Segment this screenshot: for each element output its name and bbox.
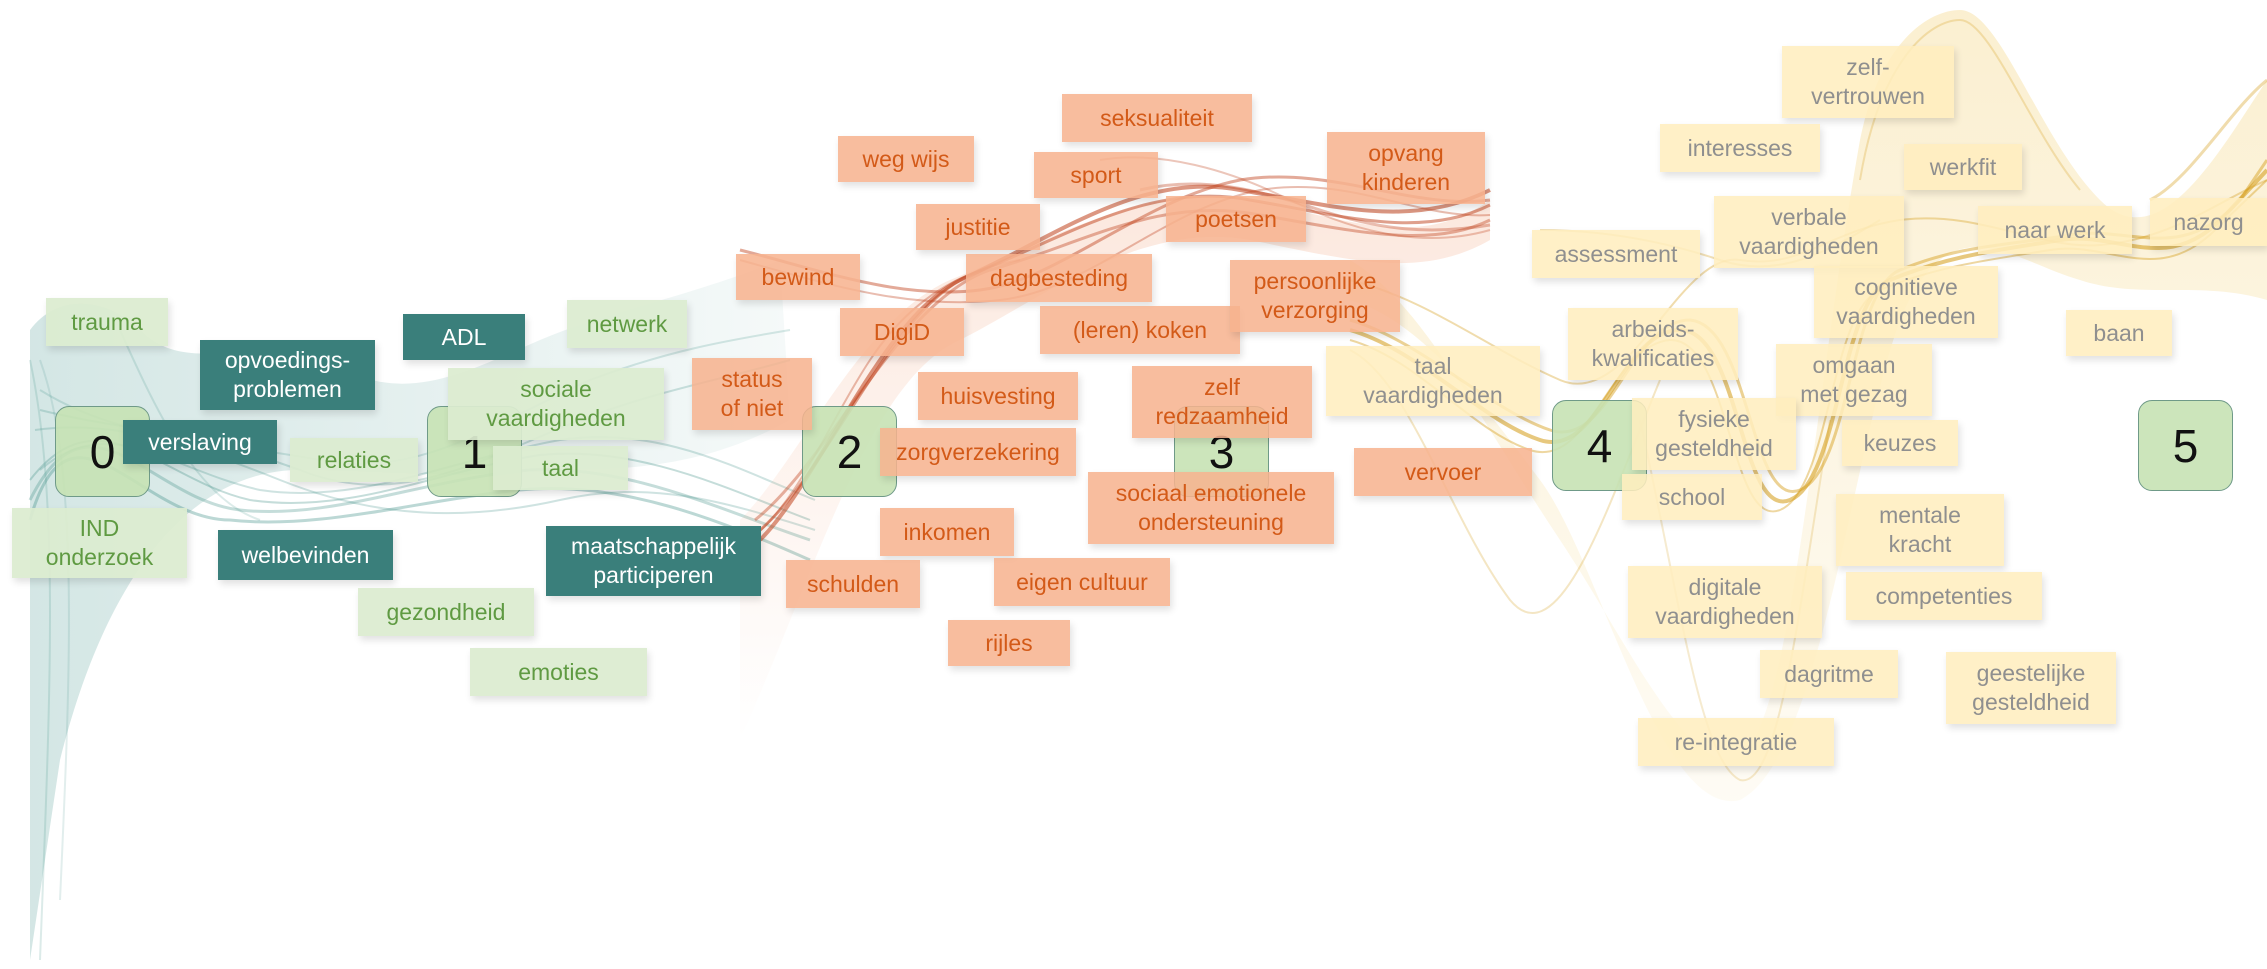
label-weg-wijs: weg wijs	[838, 136, 974, 182]
label-justitie: justitie	[916, 204, 1040, 250]
label-verbale-vaardigheden: verbale vaardigheden	[1714, 196, 1904, 268]
label-eigen-cultuur: eigen cultuur	[994, 558, 1170, 606]
label-sport: sport	[1034, 152, 1158, 198]
label-keuzes: keuzes	[1842, 420, 1958, 466]
label-taal-vaardigheden: taal vaardigheden	[1326, 346, 1540, 416]
label-adl: ADL	[403, 314, 525, 360]
label-geestelijke-gesteldheid: geestelijke gesteldheid	[1946, 652, 2116, 724]
label-status-of-niet: status of niet	[692, 358, 812, 430]
label-dagbesteding: dagbesteding	[966, 254, 1152, 302]
label-ind-onderzoek: IND onderzoek	[12, 508, 187, 578]
label-poetsen: poetsen	[1166, 196, 1306, 242]
label-persoonlijke-verzorging: persoonlijke verzorging	[1230, 260, 1400, 332]
label-maatschappelijk-participeren: maatschappelijk participeren	[546, 526, 761, 596]
label-verslaving: verslaving	[123, 420, 277, 464]
label-relaties: relaties	[290, 438, 418, 482]
label-baan: baan	[2066, 310, 2172, 356]
label-school: school	[1622, 474, 1762, 520]
label-vervoer: vervoer	[1354, 448, 1532, 496]
label-sociaal-emotionele-ondersteuning: sociaal emotionele ondersteuning	[1088, 472, 1334, 544]
label-gezondheid: gezondheid	[358, 588, 534, 636]
label-naar-werk: naar werk	[1978, 206, 2132, 254]
label-schulden: schulden	[786, 560, 920, 608]
label-omgaan-met-gezag: omgaan met gezag	[1776, 344, 1932, 416]
label-trauma: trauma	[46, 298, 168, 346]
label-rijles: rijles	[948, 620, 1070, 666]
label-dagritme: dagritme	[1760, 650, 1898, 698]
label-werkfit: werkfit	[1904, 144, 2022, 190]
label-huisvesting: huisvesting	[918, 372, 1078, 420]
label-competenties: competenties	[1846, 572, 2042, 620]
stage-5: 5	[2138, 400, 2233, 491]
label-nazorg: nazorg	[2150, 198, 2267, 246]
label-fysieke-gesteldheid: fysieke gesteldheid	[1632, 398, 1796, 470]
label-netwerk: netwerk	[567, 300, 687, 348]
label-welbevinden: welbevinden	[218, 530, 393, 580]
label-opvang-kinderen: opvang kinderen	[1327, 132, 1485, 204]
label-interesses: interesses	[1660, 124, 1820, 172]
label-opvoedingsproblemen: opvoedings- problemen	[200, 340, 375, 410]
label-zelfvertrouwen: zelf- vertrouwen	[1782, 46, 1954, 118]
label-inkomen: inkomen	[880, 508, 1014, 556]
label-zorgverzekering: zorgverzekering	[880, 428, 1076, 476]
label-bewind: bewind	[736, 254, 860, 300]
label-re-integratie: re-integratie	[1638, 718, 1834, 766]
label-cognitieve-vaardigheden: cognitieve vaardigheden	[1814, 266, 1998, 338]
label-zelfredzaamheid: zelf redzaamheid	[1132, 366, 1312, 438]
label-sociale-vaardigheden: sociale vaardigheden	[448, 368, 664, 440]
label-taal: taal	[493, 446, 628, 490]
label-arbeidskwalificaties: arbeids- kwalificaties	[1568, 308, 1738, 380]
label-assessment: assessment	[1532, 230, 1700, 278]
label-digitale-vaardigheden: digitale vaardigheden	[1628, 566, 1822, 638]
label-leren-koken: (leren) koken	[1040, 306, 1240, 354]
label-emoties: emoties	[470, 648, 647, 696]
label-digid: DigiD	[840, 308, 964, 356]
label-mentale-kracht: mentale kracht	[1836, 494, 2004, 566]
label-seksualiteit: seksualiteit	[1062, 94, 1252, 142]
